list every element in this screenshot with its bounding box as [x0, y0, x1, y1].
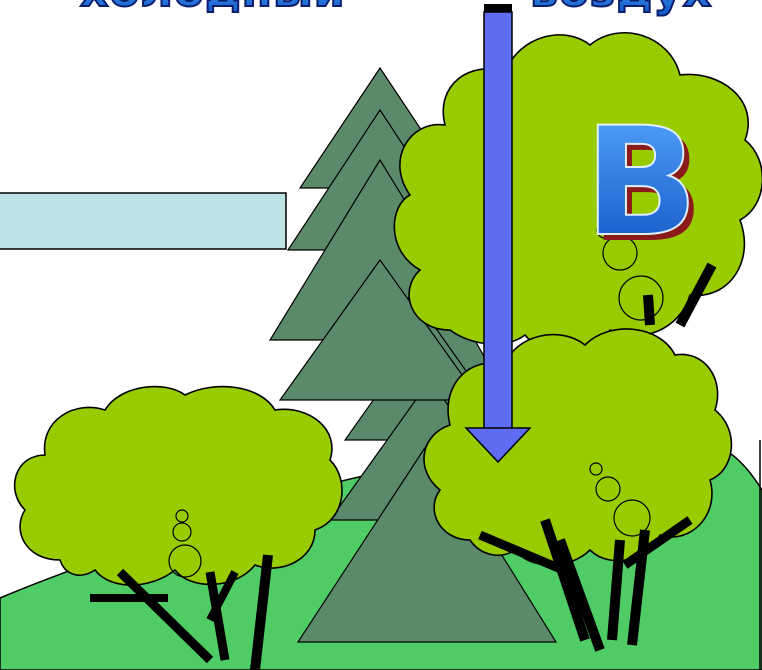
arrow-shaft: [484, 12, 512, 430]
arrow-cap: [484, 4, 512, 12]
badge-letter: В: [584, 96, 698, 270]
bush-crown-left: [15, 387, 342, 585]
tree-crown-top: [394, 33, 762, 353]
top-right-tree: [394, 33, 762, 353]
letter-badge: В В: [584, 96, 704, 276]
title-right-word: воздух: [530, 0, 712, 17]
label-box: [0, 193, 286, 249]
title-left-word: холодный: [80, 0, 346, 17]
branch: [648, 295, 650, 325]
